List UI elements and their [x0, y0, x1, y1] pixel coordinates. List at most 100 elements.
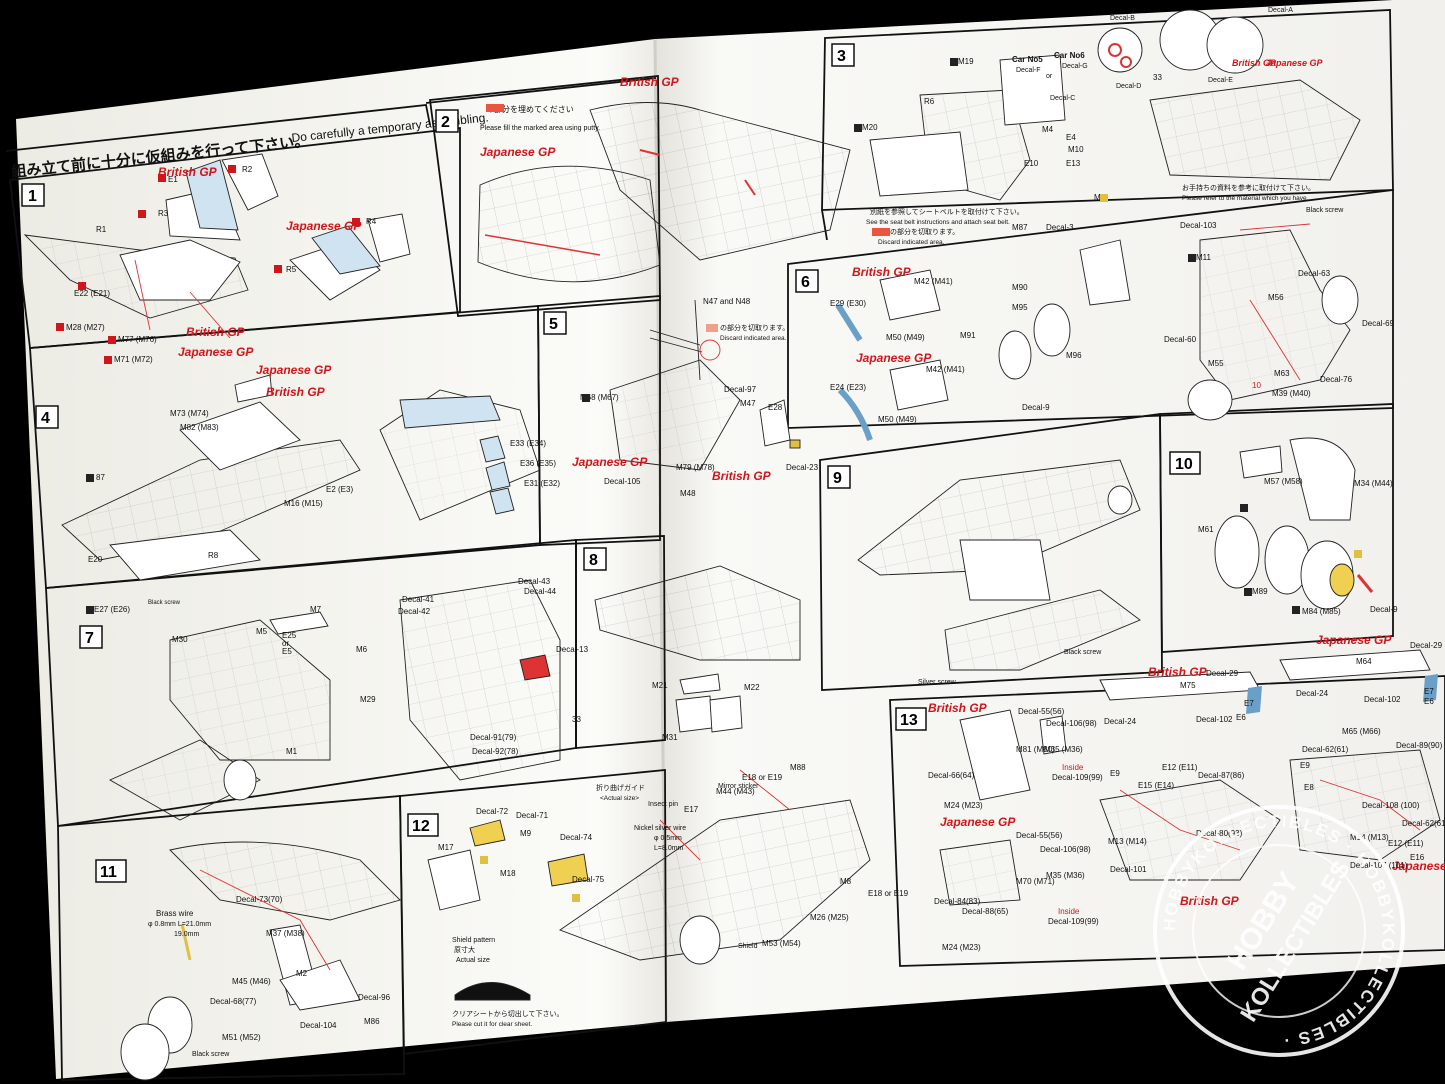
step2-japanese-gp: Japanese GP: [480, 145, 556, 159]
svg-text:M53 (M54): M53 (M54): [762, 939, 801, 948]
svg-text:87: 87: [96, 473, 105, 482]
svg-text:E6: E6: [1236, 713, 1246, 722]
svg-text:M86: M86: [364, 1017, 380, 1026]
step-11-badge: 11: [95, 859, 127, 883]
svg-text:M88: M88: [790, 763, 806, 772]
svg-text:M13 (M14): M13 (M14): [1108, 837, 1147, 846]
svg-text:M57 (M58): M57 (M58): [1264, 477, 1303, 486]
svg-text:M89: M89: [1252, 587, 1268, 596]
step-3-badge: 3: [831, 43, 855, 67]
svg-text:Decal-29: Decal-29: [1410, 641, 1443, 650]
svg-text:5: 5: [549, 316, 558, 333]
svg-text:Black screw: Black screw: [192, 1051, 230, 1058]
svg-text:M9: M9: [520, 829, 532, 838]
svg-text:Decal-80(93): Decal-80(93): [1196, 829, 1243, 838]
svg-text:Insect pin: Insect pin: [648, 801, 678, 808]
svg-text:Decal-109(99): Decal-109(99): [1052, 773, 1103, 782]
svg-text:M42 (M41): M42 (M41): [926, 365, 965, 374]
svg-text:Car No6: Car No6: [1054, 51, 1085, 60]
svg-text:M30: M30: [172, 635, 188, 644]
svg-text:M87: M87: [1012, 223, 1028, 232]
svg-text:M45 (M46): M45 (M46): [232, 977, 271, 986]
svg-text:E10: E10: [1024, 159, 1039, 168]
svg-text:Decal-44: Decal-44: [524, 587, 557, 596]
step-5-badge: 5: [543, 311, 567, 335]
svg-text:Decal-75: Decal-75: [572, 875, 605, 884]
step-7-badge: 7: [79, 625, 103, 649]
step4-british-gp: British GP: [266, 385, 326, 399]
svg-text:M70 (M71): M70 (M71): [1016, 877, 1055, 886]
svg-text:E31 (E32): E31 (E32): [524, 479, 560, 488]
svg-text:Mirror sticker: Mirror sticker: [718, 783, 759, 790]
svg-text:Decal-101: Decal-101: [1110, 865, 1147, 874]
step5-drawing: [609, 299, 801, 471]
svg-text:E7: E7: [1244, 699, 1254, 708]
svg-text:原寸大: 原寸大: [454, 945, 475, 954]
svg-text:E9: E9: [1300, 761, 1310, 770]
svg-text:33: 33: [572, 715, 581, 724]
svg-text:Decal-84(83): Decal-84(83): [934, 897, 981, 906]
svg-text:お手持ちの資料を参考に取付けて下さい。: お手持ちの資料を参考に取付けて下さい。: [1182, 183, 1315, 192]
step13-british-gp: British GP: [928, 701, 988, 715]
svg-text:M34 (M44): M34 (M44): [1354, 479, 1393, 488]
step-9-badge: 9: [827, 465, 851, 489]
part-labels: E1 R1 R3 R2 R4 R5 E22 (E21) M28 (M27) M7…: [66, 7, 1445, 1058]
svg-text:E29 (E30): E29 (E30): [830, 299, 866, 308]
svg-text:E20: E20: [88, 555, 103, 564]
step3-drawing: [869, 9, 1361, 201]
svg-text:M82 (M83): M82 (M83): [180, 423, 219, 432]
svg-text:Decal-29: Decal-29: [1206, 669, 1239, 678]
svg-text:L=8.0mm: L=8.0mm: [654, 845, 684, 852]
svg-text:Black screw: Black screw: [1064, 649, 1102, 656]
svg-text:10: 10: [1252, 381, 1261, 390]
part-tag-boxes: [56, 58, 1362, 902]
svg-text:R8: R8: [208, 551, 219, 560]
svg-text:Inside: Inside: [1062, 763, 1084, 772]
step6-japanese-gp: Japanese GP: [856, 351, 932, 365]
svg-text:Decal-F: Decal-F: [1016, 67, 1041, 74]
step-13-badge: 13: [895, 707, 927, 731]
svg-text:M42 (M41): M42 (M41): [914, 277, 953, 286]
step3-british-gp: British GP: [1232, 58, 1277, 68]
svg-text:E7: E7: [1424, 687, 1434, 696]
svg-text:E33 (E34): E33 (E34): [510, 439, 546, 448]
svg-text:Decal-63: Decal-63: [1298, 269, 1331, 278]
step5-japanese-gp: Japanese GP: [572, 455, 648, 469]
svg-text:E22 (E21): E22 (E21): [74, 289, 110, 298]
svg-text:E9: E9: [1110, 769, 1120, 778]
svg-text:Decal-66(64): Decal-66(64): [928, 771, 975, 780]
svg-text:13: 13: [900, 712, 918, 729]
svg-text:Decal-13: Decal-13: [556, 645, 589, 654]
svg-text:Black screw: Black screw: [1306, 207, 1344, 214]
svg-text:M3: M3: [1094, 193, 1106, 202]
svg-text:Decal-C: Decal-C: [1050, 95, 1075, 102]
svg-text:Decal-76: Decal-76: [1320, 375, 1353, 384]
step13-japanese-gp-3: Japanese: [1392, 859, 1445, 873]
svg-text:Decal-68(77): Decal-68(77): [210, 997, 257, 1006]
svg-text:折り曲げガイド: 折り曲げガイド: [596, 783, 645, 792]
svg-text:Decal-55(56): Decal-55(56): [1016, 831, 1063, 840]
svg-text:E1: E1: [168, 175, 178, 184]
svg-text:M10: M10: [1068, 145, 1084, 154]
svg-text:Decal-69: Decal-69: [1362, 319, 1395, 328]
step-8-badge: 8: [583, 547, 607, 571]
svg-text:M81 (M80): M81 (M80): [1016, 745, 1055, 754]
svg-text:M73 (M74): M73 (M74): [170, 409, 209, 418]
svg-text:Decal-E: Decal-E: [1208, 77, 1233, 84]
svg-text:M16 (M15): M16 (M15): [284, 499, 323, 508]
step-10-badge: 10: [1169, 451, 1201, 475]
svg-text:M84 (M85): M84 (M85): [1302, 607, 1341, 616]
step2-drawing: [477, 102, 851, 283]
step1-drawing: [23, 153, 411, 339]
step1-japanese-gp: Japanese GP: [286, 219, 362, 233]
svg-text:M26 (M25): M26 (M25): [810, 913, 849, 922]
hobbykollectibles-watermark: HOBBYKOLLECTIBLES · HOBBYKOLLECTIBLES · …: [1153, 805, 1405, 1057]
svg-text:M63: M63: [1274, 369, 1290, 378]
svg-text:Decal-74: Decal-74: [560, 833, 593, 842]
step10-drawing: [1214, 437, 1374, 610]
svg-text:1: 1: [28, 188, 37, 205]
svg-text:M21: M21: [652, 681, 668, 690]
svg-text:M17: M17: [438, 843, 454, 852]
svg-text:M2: M2: [296, 969, 308, 978]
svg-text:Decal-D: Decal-D: [1116, 83, 1141, 90]
